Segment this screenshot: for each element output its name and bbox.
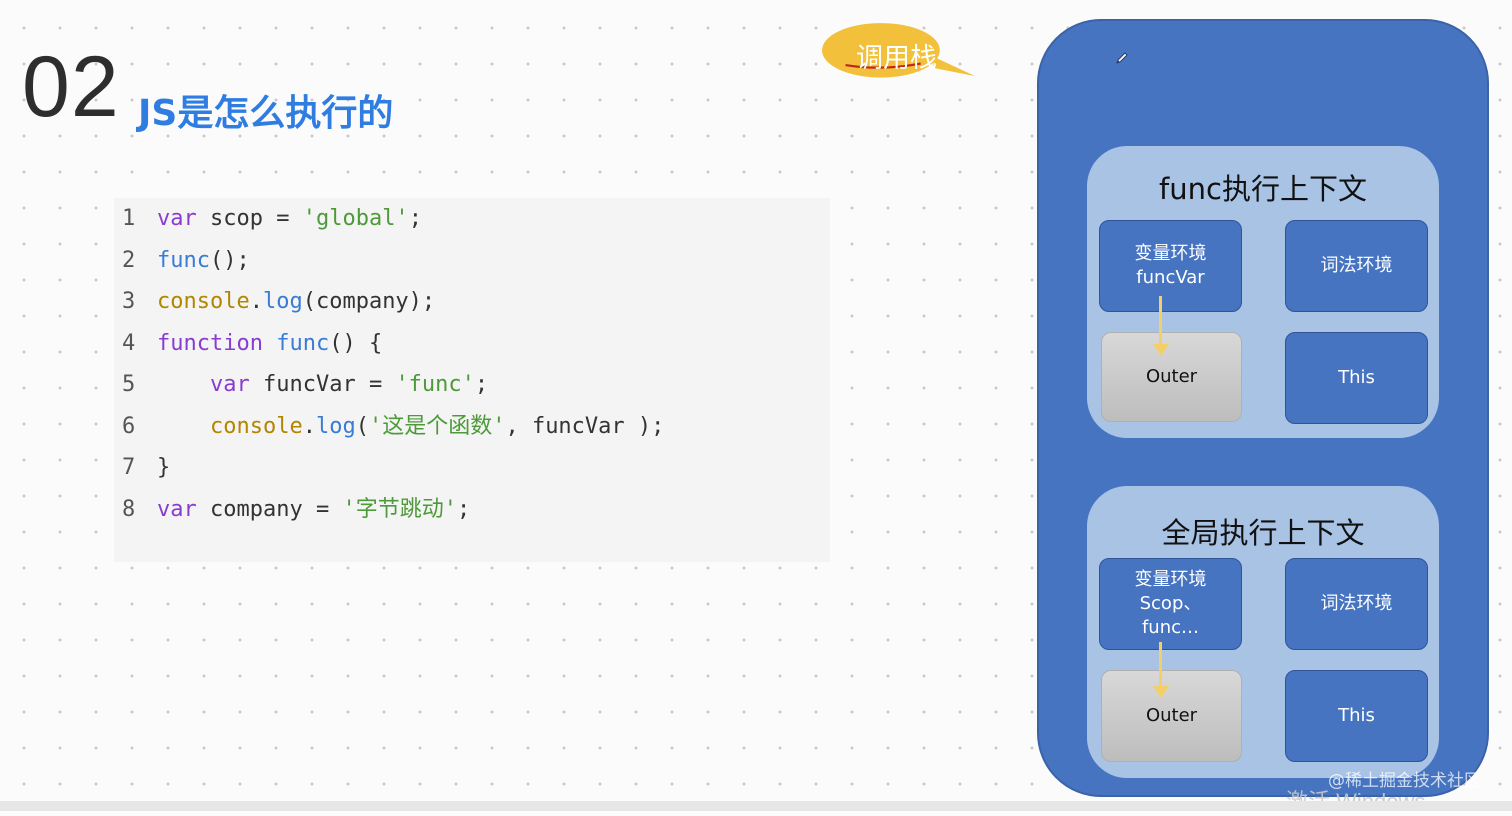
lexical-environment: 词法环境 bbox=[1285, 220, 1428, 312]
slide-title: JS是怎么执行的 bbox=[138, 93, 394, 134]
code-token: var bbox=[209, 372, 250, 397]
line-number: 4 bbox=[122, 330, 136, 356]
code-token: ( bbox=[355, 413, 369, 439]
callstack-bubble bbox=[822, 23, 976, 78]
code-token: (); bbox=[209, 247, 250, 273]
code-token: var bbox=[157, 496, 197, 522]
pencil-icon bbox=[1116, 52, 1128, 64]
this-binding: This bbox=[1285, 670, 1428, 762]
line-number: 7 bbox=[122, 455, 136, 480]
lexical-environment-label: 词法环境 bbox=[1320, 255, 1393, 276]
code-token: func bbox=[157, 247, 210, 273]
arrow-down-icon bbox=[1153, 344, 1169, 356]
watermark-activate: 激活 Windows bbox=[1286, 784, 1425, 816]
code-token: var bbox=[157, 206, 197, 231]
context-title: func执行上下文 bbox=[1159, 172, 1367, 206]
code-token: '这是个函数' bbox=[368, 413, 506, 439]
line-number: 5 bbox=[122, 372, 136, 397]
code-token: ; bbox=[474, 372, 489, 397]
code-token: () { bbox=[329, 330, 383, 356]
code-token: log bbox=[315, 413, 356, 439]
line-number: 2 bbox=[122, 247, 136, 273]
code-token bbox=[157, 372, 210, 397]
outer-label: Outer bbox=[1145, 366, 1198, 387]
callstack-label: 调用栈 bbox=[856, 43, 937, 74]
code-line: 4 function func() { bbox=[114, 329, 382, 359]
variable-environment: 变量环境 Scop、 func… bbox=[1099, 558, 1242, 650]
this-binding: This bbox=[1285, 332, 1428, 424]
code-token: , funcVar ); bbox=[505, 413, 665, 439]
code-token: console bbox=[157, 289, 250, 314]
code-line: 1 var scop = 'global'; bbox=[114, 204, 422, 234]
code-line: 6 console.log('这是个函数', funcVar ); bbox=[114, 412, 664, 442]
outer-arrow bbox=[1159, 642, 1162, 688]
line-number: 1 bbox=[122, 206, 136, 231]
watermark-site: @稀土掘金技术社区 bbox=[1328, 771, 1481, 791]
func-execution-context: func执行上下文 变量环境 funcVar 词法环境 Outer This bbox=[1087, 146, 1439, 438]
line-number: 8 bbox=[122, 496, 136, 522]
variable-environment: 变量环境 funcVar bbox=[1099, 220, 1242, 312]
code-token: } bbox=[157, 455, 171, 480]
line-number: 6 bbox=[122, 413, 136, 439]
this-label: This bbox=[1338, 705, 1375, 726]
code-line: 7} bbox=[114, 453, 170, 483]
outer-reference: Outer bbox=[1101, 670, 1242, 762]
code-token: console bbox=[209, 413, 303, 439]
variable-environment-label: 变量环境 funcVar bbox=[1134, 243, 1207, 288]
outer-label: Outer bbox=[1145, 705, 1198, 726]
variable-environment-label: 变量环境 Scop、 func… bbox=[1134, 569, 1207, 638]
code-token: '字节跳动' bbox=[342, 496, 457, 522]
code-token: funcVar = bbox=[249, 372, 396, 397]
code-token: (company); bbox=[302, 289, 436, 314]
code-token: func bbox=[276, 330, 330, 356]
code-token: 'global' bbox=[302, 206, 409, 231]
code-token: company = bbox=[196, 496, 343, 522]
code-line: 5 var funcVar = 'func'; bbox=[114, 370, 488, 400]
code-line: 3 console.log(company); bbox=[114, 287, 435, 317]
outer-arrow bbox=[1159, 296, 1162, 346]
code-token bbox=[263, 331, 276, 356]
bottom-bar bbox=[0, 801, 1512, 811]
code-token: . bbox=[249, 289, 263, 314]
line-number: 3 bbox=[122, 289, 136, 314]
context-title: 全局执行上下文 bbox=[1161, 516, 1365, 550]
code-line: 8 var company = '字节跳动'; bbox=[114, 495, 470, 525]
code-token: scop = bbox=[196, 206, 303, 231]
outer-reference: Outer bbox=[1101, 332, 1242, 422]
this-label: This bbox=[1338, 367, 1375, 388]
global-execution-context: 全局执行上下文 变量环境 Scop、 func… 词法环境 Outer This bbox=[1087, 486, 1439, 778]
code-token bbox=[157, 414, 210, 439]
code-token: . bbox=[302, 413, 316, 439]
slide-number: 02 bbox=[22, 39, 120, 135]
code-token: ; bbox=[456, 496, 471, 522]
code-token: log bbox=[262, 289, 303, 314]
code-line: 2 func(); bbox=[114, 246, 250, 276]
lexical-environment: 词法环境 bbox=[1285, 558, 1428, 650]
code-token: 'func' bbox=[395, 372, 475, 397]
arrow-down-icon bbox=[1153, 686, 1169, 698]
lexical-environment-label: 词法环境 bbox=[1320, 593, 1393, 614]
code-token: ; bbox=[408, 206, 422, 231]
code-token: function bbox=[157, 330, 263, 356]
